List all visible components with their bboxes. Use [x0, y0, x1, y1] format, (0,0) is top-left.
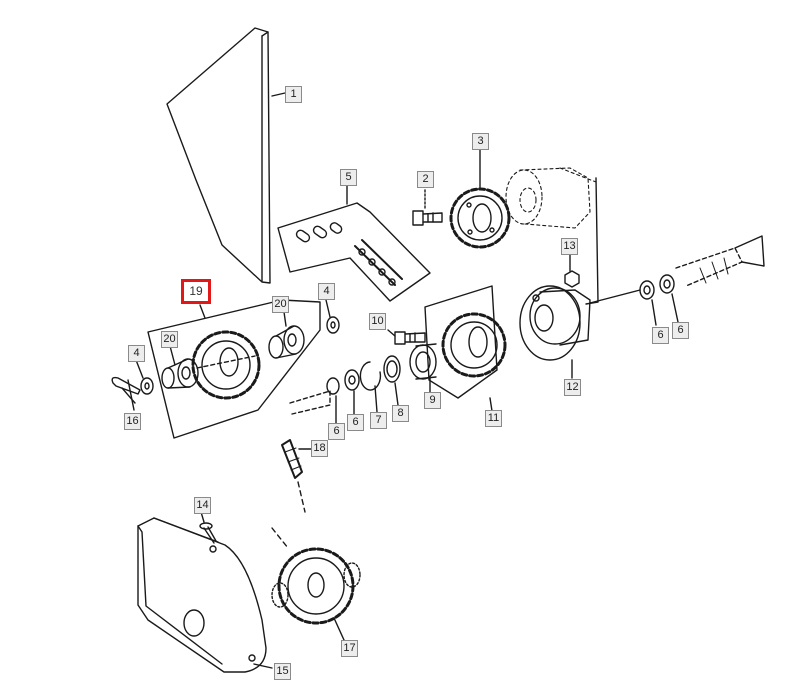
part-12-hub: [519, 285, 641, 379]
callout-11[interactable]: 11: [485, 410, 502, 427]
callout-6-center-b[interactable]: 6: [347, 414, 364, 431]
part-9-bearing: [409, 343, 437, 393]
callout-2[interactable]: 2: [417, 171, 434, 188]
part-2-bolt: [412, 189, 443, 226]
callout-20-right[interactable]: 20: [272, 296, 289, 313]
callout-8[interactable]: 8: [392, 405, 409, 422]
callout-10[interactable]: 10: [369, 313, 386, 330]
callout-12[interactable]: 12: [564, 379, 581, 396]
callout-14[interactable]: 14: [194, 497, 211, 514]
callout-17[interactable]: 17: [341, 640, 358, 657]
part-10-bolt: [387, 329, 426, 345]
part-4-washers: [135, 299, 340, 395]
callout-13[interactable]: 13: [561, 238, 578, 255]
callout-4-left[interactable]: 4: [128, 345, 145, 362]
housing-leader: [585, 177, 599, 305]
part-19-idler-assembly: [147, 299, 321, 439]
part-18-chain-segment: [281, 439, 313, 513]
callout-6-center-a[interactable]: 6: [328, 423, 345, 440]
callout-19-highlighted[interactable]: 19: [181, 279, 211, 304]
part-6-washers-right: [639, 274, 679, 326]
part-1-shield-panel: [166, 27, 286, 284]
part-17-sprocket: [271, 527, 361, 641]
callout-5[interactable]: 5: [340, 169, 357, 186]
callout-1[interactable]: 1: [285, 86, 302, 103]
callout-15[interactable]: 15: [274, 663, 291, 680]
callout-9[interactable]: 9: [424, 392, 441, 409]
callout-6-right-a[interactable]: 6: [652, 327, 669, 344]
part-15-cover: [137, 517, 273, 673]
callout-6-right-b[interactable]: 6: [672, 322, 689, 339]
shaft: [675, 235, 765, 287]
part-3-sprocket: [449, 149, 511, 249]
parts-6-7-8-washers: [289, 355, 401, 424]
part-13-nut: [564, 254, 580, 288]
callout-18[interactable]: 18: [311, 440, 328, 457]
part-5-chain: [277, 185, 431, 302]
part-16-cotter-pin: [111, 376, 141, 411]
callout-16[interactable]: 16: [124, 413, 141, 430]
callout-4-upper[interactable]: 4: [318, 283, 335, 300]
callout-7[interactable]: 7: [370, 412, 387, 429]
dashed-housing: [505, 167, 597, 229]
callout-3[interactable]: 3: [472, 133, 489, 150]
callout-20-left[interactable]: 20: [161, 331, 178, 348]
